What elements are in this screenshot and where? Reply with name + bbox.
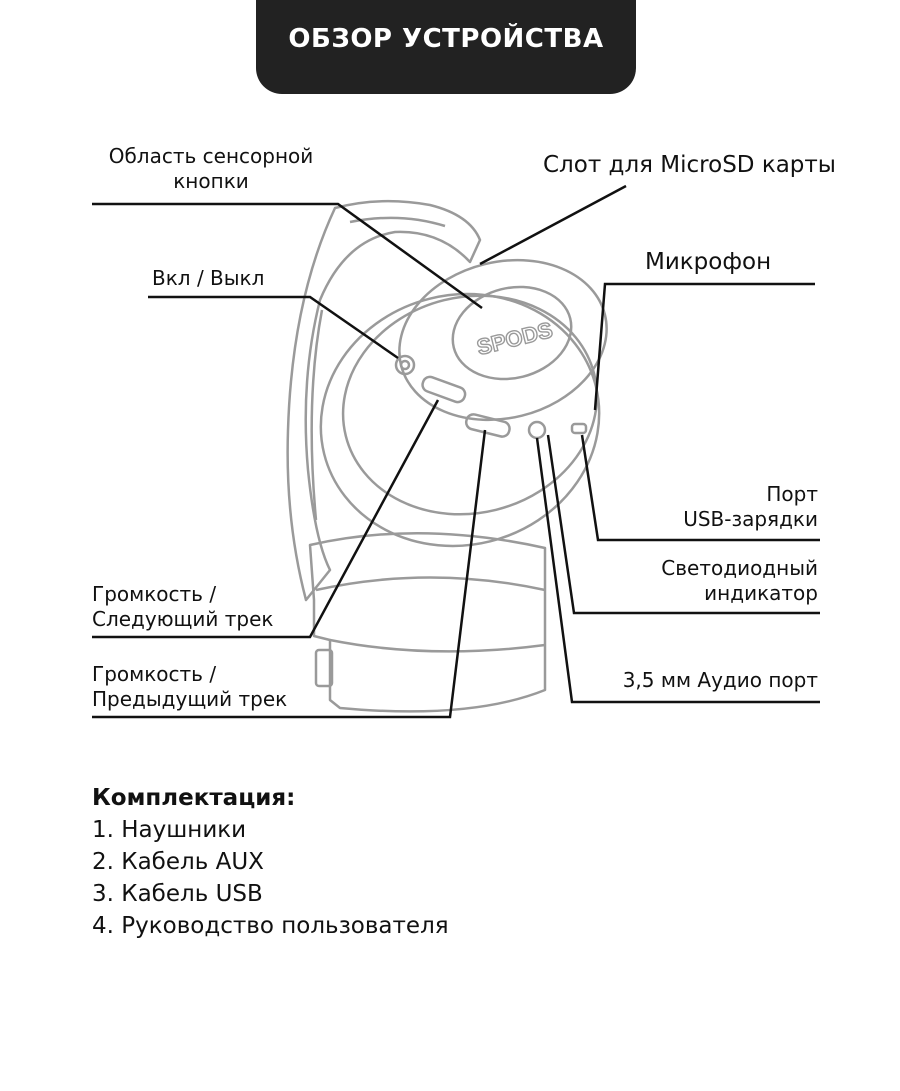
leader-power (148, 297, 398, 358)
leader-microsd (480, 186, 626, 264)
label-vol-prev-line1: Громкость / (92, 662, 287, 687)
aux-jack (529, 422, 545, 438)
front-cushion-mid (320, 269, 621, 541)
package-item: 1. Наушники (92, 814, 449, 846)
label-led: Светодиодный индикатор (661, 556, 818, 606)
label-usb-port: Порт USB-зарядки (683, 482, 818, 532)
label-led-line1: Светодиодный (661, 556, 818, 581)
label-usb-port-line1: Порт (683, 482, 818, 507)
volume-plus-button (421, 375, 467, 404)
label-microsd-slot: Слот для MicroSD карты (543, 153, 836, 178)
label-led-line2: индикатор (661, 581, 818, 606)
brand-logo: SPODS (474, 317, 555, 360)
label-usb-port-line2: USB-зарядки (683, 507, 818, 532)
package-item: 3. Кабель USB (92, 878, 449, 910)
package-contents: Комплектация: 1. Наушники 2. Кабель AUX … (92, 782, 449, 942)
label-vol-next-line1: Громкость / (92, 582, 273, 607)
label-touch-area-text: Область сенсорной кнопки (94, 144, 328, 194)
headphone-illustration (288, 201, 626, 711)
package-item: 2. Кабель AUX (92, 846, 449, 878)
package-heading: Комплектация: (92, 782, 449, 814)
leader-microphone (595, 284, 815, 410)
label-audio-port: 3,5 мм Аудио порт (623, 668, 818, 693)
usb-port (572, 424, 586, 433)
label-vol-prev-line2: Предыдущий трек (92, 687, 287, 712)
power-button (396, 356, 414, 374)
label-touch-area: Область сенсорной кнопки (94, 144, 328, 194)
back-earcup (310, 533, 545, 711)
label-power: Вкл / Выкл (152, 266, 264, 291)
label-vol-prev: Громкость / Предыдущий трек (92, 662, 287, 712)
label-microphone: Микрофон (645, 250, 771, 275)
volume-minus-button (465, 413, 511, 438)
label-vol-next: Громкость / Следующий трек (92, 582, 273, 632)
label-vol-next-line2: Следующий трек (92, 607, 273, 632)
back-earcup-detail (316, 578, 545, 652)
package-item: 4. Руководство пользователя (92, 910, 449, 942)
